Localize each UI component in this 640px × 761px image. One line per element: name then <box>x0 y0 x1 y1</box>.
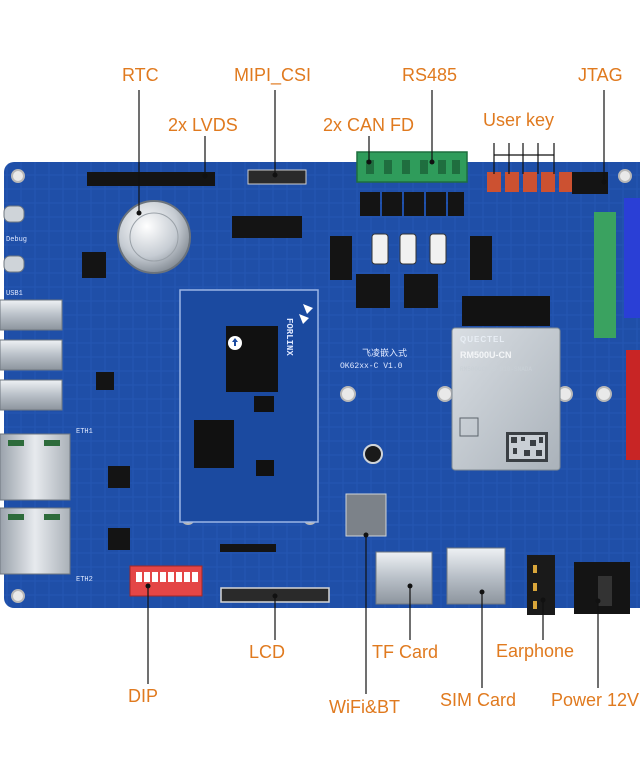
usb-c-ports <box>3 205 25 273</box>
small-chip <box>256 460 274 476</box>
label-lvds: 2x LVDS <box>168 115 238 135</box>
label-rtc: RTC <box>122 65 159 85</box>
can-rs485-terminal <box>356 151 468 183</box>
forlinx-logo-icon <box>299 304 313 324</box>
module-model: RM500U-CN <box>460 350 512 360</box>
label-power: Power 12V <box>551 690 640 710</box>
label-dip: DIP <box>128 686 159 706</box>
silk-board-id: OK62xx-C V1.0 <box>340 362 403 371</box>
pmic-chip <box>254 396 274 412</box>
mipi-csi-connector <box>247 169 307 185</box>
label-can-fd: 2x CAN FD <box>323 115 415 135</box>
silk-eth1: ETH1 <box>76 428 93 436</box>
silk-brand: FORLINX <box>284 318 294 356</box>
module-part: RM500UCNAB-D10-SNADA <box>460 366 533 373</box>
module-brand: QUECTEL <box>460 335 506 344</box>
lvds-header <box>87 172 302 238</box>
rtc-battery <box>117 200 191 274</box>
label-wifi-bt: WiFi&BT <box>329 697 400 717</box>
label-mipi-csi: MIPI_CSI <box>234 65 312 85</box>
earphone-jack <box>527 555 555 615</box>
sim-card-slot <box>446 547 506 605</box>
processor-chip <box>226 326 278 392</box>
label-tf-card: TF Card <box>372 642 439 662</box>
label-user-key: User key <box>483 110 555 130</box>
gpio-header <box>594 212 616 338</box>
label-jtag: JTAG <box>578 65 623 85</box>
label-lcd: LCD <box>249 642 286 662</box>
leader-lines <box>138 90 605 694</box>
jtag-header <box>572 172 608 194</box>
user-keys <box>487 172 573 192</box>
wifi-bt-module <box>345 493 387 537</box>
m2-slot <box>462 296 550 326</box>
push-button <box>363 444 383 464</box>
silk-brand-cn: 飞凌嵌入式 <box>362 349 408 359</box>
label-rs485: RS485 <box>402 65 458 85</box>
usb-a-ports <box>0 299 63 411</box>
silk-eth2: ETH2 <box>76 576 93 584</box>
isolator-components <box>371 233 447 265</box>
core-module <box>179 289 319 523</box>
memory-chip <box>194 420 234 468</box>
label-earphone: Earphone <box>496 641 575 661</box>
tf-card-slot <box>375 551 433 605</box>
silk-usb1: USB1 <box>6 290 23 298</box>
silk-debug: Debug <box>6 236 28 244</box>
label-sim-card: SIM Card <box>440 690 517 710</box>
transceiver-chips <box>330 192 492 308</box>
leader-dots <box>136 159 607 604</box>
